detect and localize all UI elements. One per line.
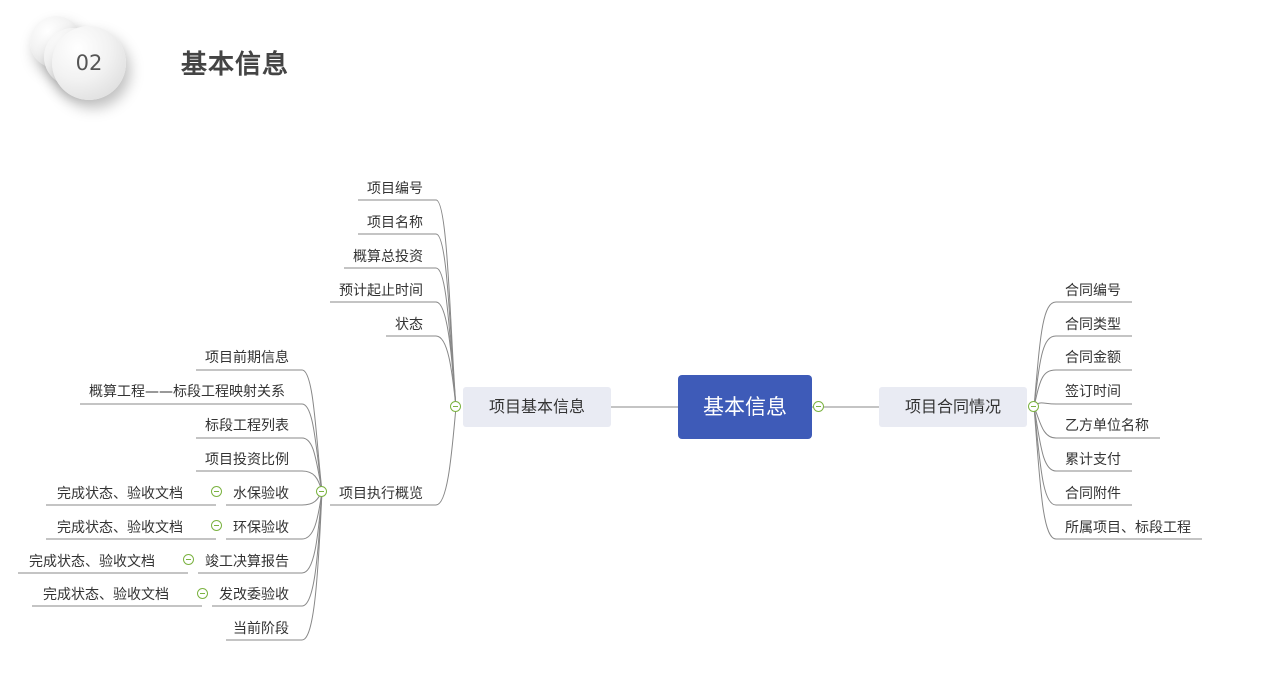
- item-status[interactable]: 状态: [395, 317, 423, 333]
- exec-item-preliminary[interactable]: 项目前期信息: [205, 350, 289, 366]
- contract-item-number[interactable]: 合同编号: [1065, 283, 1121, 299]
- sub-item-env[interactable]: 完成状态、验收文档: [57, 520, 183, 536]
- branch-contract-info[interactable]: 项目合同情况: [879, 387, 1027, 427]
- contract-item-paid[interactable]: 累计支付: [1065, 452, 1121, 468]
- exec-item-env-acceptance[interactable]: 环保验收: [233, 520, 289, 536]
- contract-item-amount[interactable]: 合同金额: [1065, 350, 1121, 366]
- item-planned-period[interactable]: 预计起止时间: [339, 283, 423, 299]
- water-collapse-icon[interactable]: [211, 486, 222, 497]
- badge-circle-front: [52, 26, 126, 100]
- final-collapse-icon[interactable]: [183, 554, 194, 565]
- branch-collapse-icon[interactable]: [450, 401, 461, 412]
- badge-number: 02: [75, 51, 103, 75]
- contract-item-project[interactable]: 所属项目、标段工程: [1065, 520, 1191, 536]
- branch-project-execution[interactable]: 项目执行概览: [339, 486, 423, 502]
- branch-project-basic-info[interactable]: 项目基本信息: [463, 387, 611, 427]
- exec-collapse-icon[interactable]: [316, 486, 327, 497]
- contract-item-sign-date[interactable]: 签订时间: [1065, 384, 1121, 400]
- exec-item-mapping[interactable]: 概算工程——标段工程映射关系: [89, 384, 285, 400]
- exec-item-current-stage[interactable]: 当前阶段: [233, 621, 289, 637]
- section-badge: 02: [0, 0, 160, 130]
- exec-item-investment-ratio[interactable]: 项目投资比例: [205, 452, 289, 468]
- ndrc-collapse-icon[interactable]: [197, 588, 208, 599]
- contract-item-attachment[interactable]: 合同附件: [1065, 486, 1121, 502]
- item-project-number[interactable]: 项目编号: [367, 181, 423, 197]
- item-estimated-investment[interactable]: 概算总投资: [353, 249, 423, 265]
- contract-item-type[interactable]: 合同类型: [1065, 317, 1121, 333]
- root-collapse-icon[interactable]: [813, 401, 824, 412]
- contract-item-party-b[interactable]: 乙方单位名称: [1065, 418, 1149, 434]
- sub-item-water[interactable]: 完成状态、验收文档: [57, 486, 183, 502]
- sub-item-final[interactable]: 完成状态、验收文档: [29, 554, 155, 570]
- exec-item-final-account[interactable]: 竣工决算报告: [205, 554, 289, 570]
- exec-item-ndrc-acceptance[interactable]: 发改委验收: [219, 587, 289, 603]
- exec-item-section-list[interactable]: 标段工程列表: [205, 418, 289, 434]
- root-node[interactable]: 基本信息: [678, 375, 812, 439]
- item-project-name[interactable]: 项目名称: [367, 215, 423, 231]
- page-title: 基本信息: [181, 50, 290, 80]
- sub-item-ndrc[interactable]: 完成状态、验收文档: [43, 587, 169, 603]
- contract-collapse-icon[interactable]: [1028, 401, 1039, 412]
- env-collapse-icon[interactable]: [211, 520, 222, 531]
- exec-item-water-acceptance[interactable]: 水保验收: [233, 486, 289, 502]
